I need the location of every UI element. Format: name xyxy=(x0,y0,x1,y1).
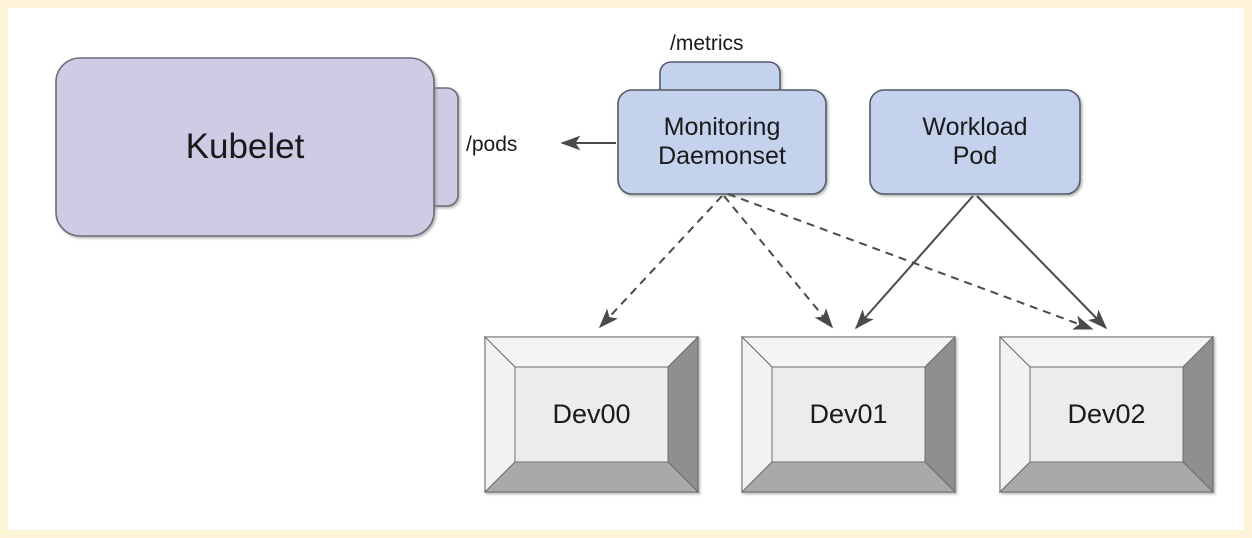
node-dev00[interactable] xyxy=(483,335,700,494)
dev02-bevel-bottom xyxy=(998,461,1215,493)
edge-daemonset-to-dev01 xyxy=(723,195,834,329)
dev02-bevel-top xyxy=(998,336,1215,368)
workload-pod-body xyxy=(869,89,1081,195)
node-workload-pod[interactable] xyxy=(869,89,1081,195)
edge-label-pods: /pods xyxy=(466,133,518,156)
edge-daemonset-to-dev00 xyxy=(598,195,723,329)
edges xyxy=(560,135,1108,330)
dev01-bevel-top xyxy=(740,336,957,368)
dev00-face xyxy=(514,366,669,463)
node-dev01[interactable] xyxy=(740,335,957,494)
node-kubelet[interactable] xyxy=(55,57,459,237)
edge-daemonset-to-dev02 xyxy=(727,193,1094,330)
dev02-face xyxy=(1029,366,1184,463)
edge-label-metrics: /metrics xyxy=(670,32,744,55)
dev00-bevel-top xyxy=(483,336,700,368)
dev01-face xyxy=(771,366,926,463)
node-dev02[interactable] xyxy=(998,335,1215,494)
dev00-bevel-bottom xyxy=(483,461,700,493)
dev01-bevel-bottom xyxy=(740,461,957,493)
edge-workload-to-dev01 xyxy=(854,195,974,330)
monitoring-daemonset-body xyxy=(617,89,827,195)
kubelet-body xyxy=(55,57,435,237)
node-monitoring-daemonset[interactable] xyxy=(617,61,827,195)
edge-workload-to-dev02 xyxy=(976,195,1108,330)
